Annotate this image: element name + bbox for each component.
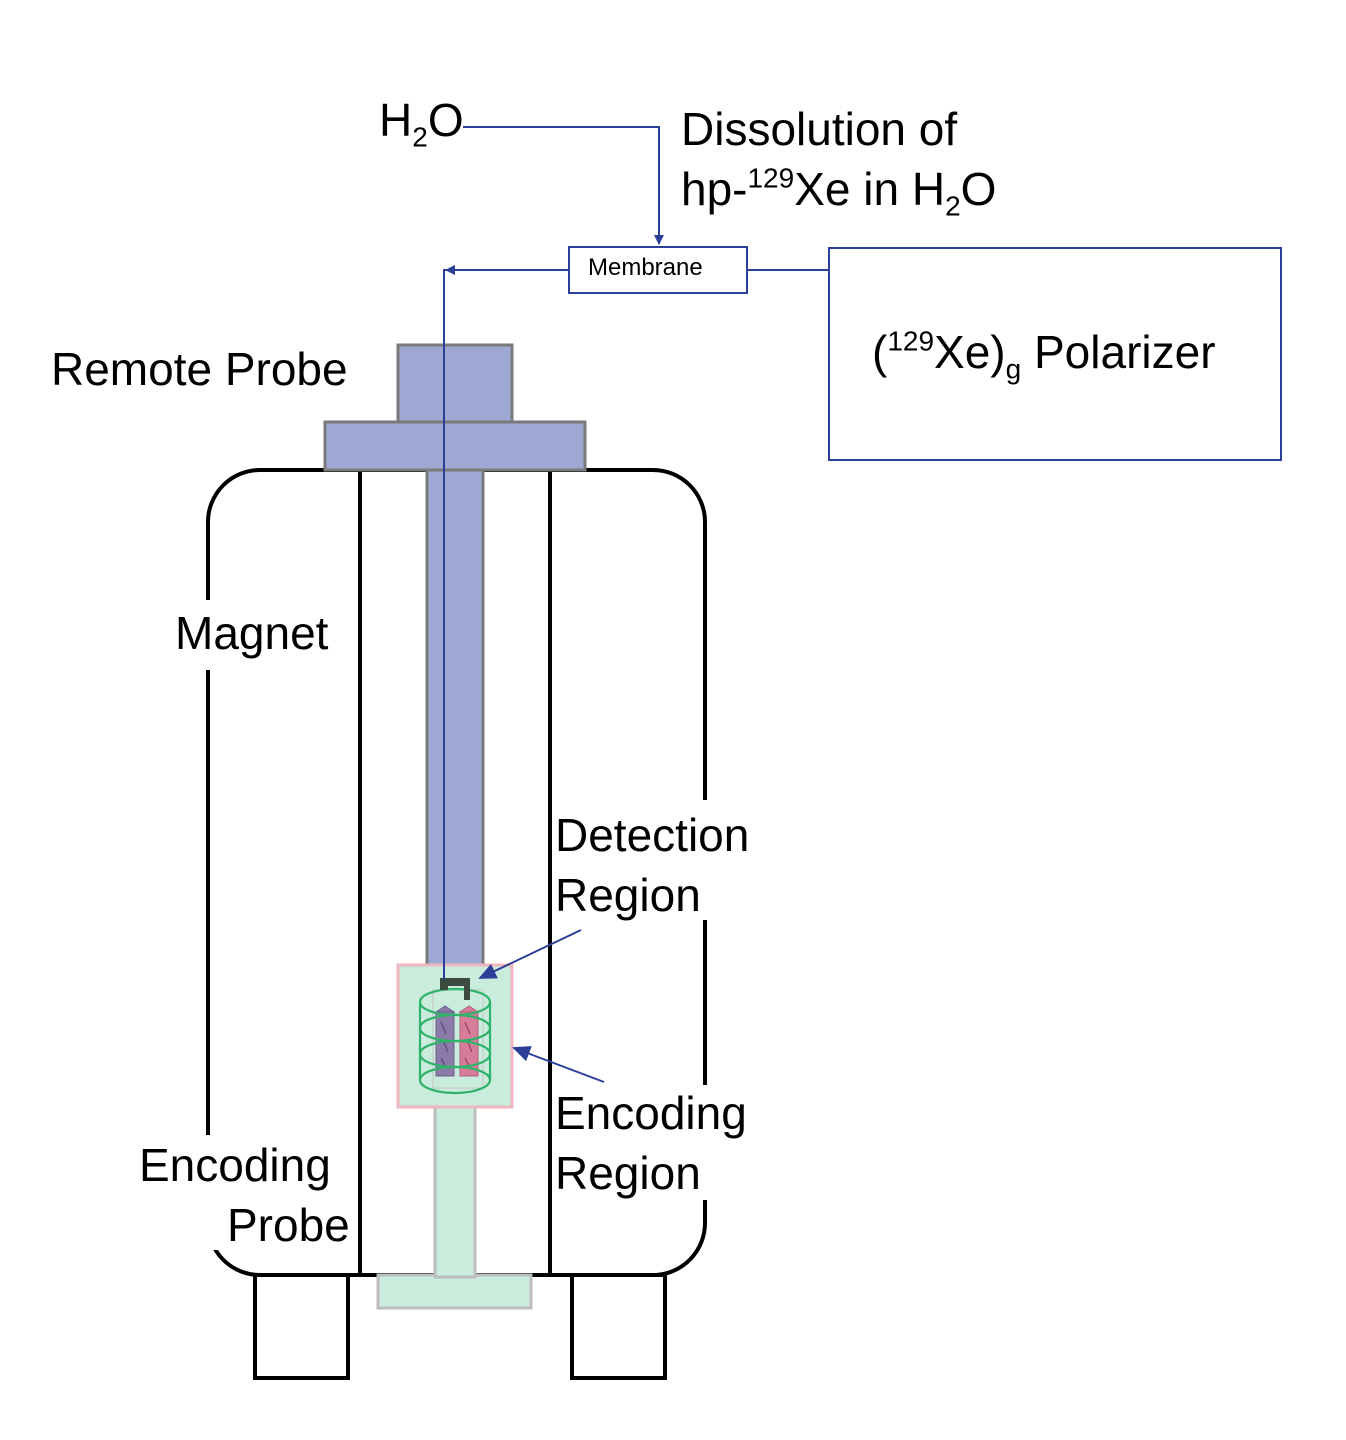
membrane-label-text: Membrane (588, 254, 703, 281)
detection-coil-element (440, 978, 470, 1000)
remote-probe-flange (323, 420, 587, 472)
magnet-left-foot (253, 1273, 350, 1380)
encoding-probe-line1-text: Encoding (139, 1139, 331, 1191)
water-label-tail: O (427, 94, 464, 146)
polarizer-mid: Xe) (934, 326, 1006, 378)
polarizer-sub: g (1005, 353, 1022, 385)
polarizer-open: ( (872, 326, 888, 378)
water-label: H2O (379, 94, 464, 151)
polarizer-box (828, 247, 1282, 461)
water-feed-line (463, 126, 664, 245)
detection-region-line2-text: Region (555, 869, 701, 921)
encoding-region-line1-text: Encoding (555, 1087, 747, 1139)
dissolution-line1-text: Dissolution of (681, 103, 958, 155)
encoding-probe-label-line2: Probe (227, 1202, 350, 1248)
membrane-box (568, 246, 748, 294)
encoding-probe-label-line1: Encoding (139, 1142, 331, 1188)
encoding-region-label-line2: Region (555, 1150, 701, 1196)
polarizer-sup: 129 (887, 325, 935, 357)
remote-probe-label-text: Remote Probe (51, 343, 348, 395)
magnet-gap-encoding-region-label (695, 1085, 717, 1200)
encoding-region-line2-text: Region (555, 1147, 701, 1199)
dissolution-label-line1: Dissolution of (681, 106, 957, 152)
detection-region-pointer (478, 929, 582, 979)
dissolution-label-line2: hp-129Xe in H2O (681, 162, 997, 220)
membrane-to-probe-line (443, 269, 569, 980)
encoding-region-label-line1: Encoding (555, 1090, 747, 1136)
remote-probe-label: Remote Probe (51, 346, 348, 392)
magnet-gap-encoding-probe-label (198, 1135, 222, 1250)
detection-region-line1-text: Detection (555, 809, 750, 861)
dissolution-line2-mid: Xe in H (794, 163, 946, 215)
polarizer-label: (129Xe)g Polarizer (872, 325, 1216, 383)
encoding-probe-stem (433, 1103, 477, 1279)
water-label-sub: 2 (412, 121, 428, 153)
encoding-probe-base (376, 1273, 533, 1310)
dissolution-line2-tail: O (960, 163, 997, 215)
remote-probe-top (396, 343, 514, 425)
remote-probe-shaft (425, 468, 485, 982)
detection-region-label-line1: Detection (555, 812, 749, 858)
rf-coil (418, 987, 492, 1095)
membrane-label: Membrane (588, 256, 703, 280)
magnet-gap-magnet-label (198, 600, 222, 670)
dissolution-line2-sup: 129 (747, 162, 795, 194)
magnet-label: Magnet (175, 610, 328, 656)
dissolution-line2-sub: 2 (945, 190, 961, 222)
detection-region-label-line2: Region (555, 872, 701, 918)
encoding-probe-line2-text: Probe (227, 1199, 350, 1251)
magnet-gap-detection-label (695, 800, 717, 920)
encoding-region-pointer (512, 1046, 605, 1083)
encoding-region-box (396, 963, 514, 1109)
magnet-right-foot (570, 1273, 667, 1380)
dissolution-line2-prefix: hp- (681, 163, 748, 215)
sample-tube-pink-cap (458, 1005, 480, 1013)
polarizer-tail: Polarizer (1021, 326, 1216, 378)
water-label-base: H (379, 94, 413, 146)
sample-tube-purple-cap (434, 1005, 456, 1013)
magnet-label-text: Magnet (175, 607, 329, 659)
